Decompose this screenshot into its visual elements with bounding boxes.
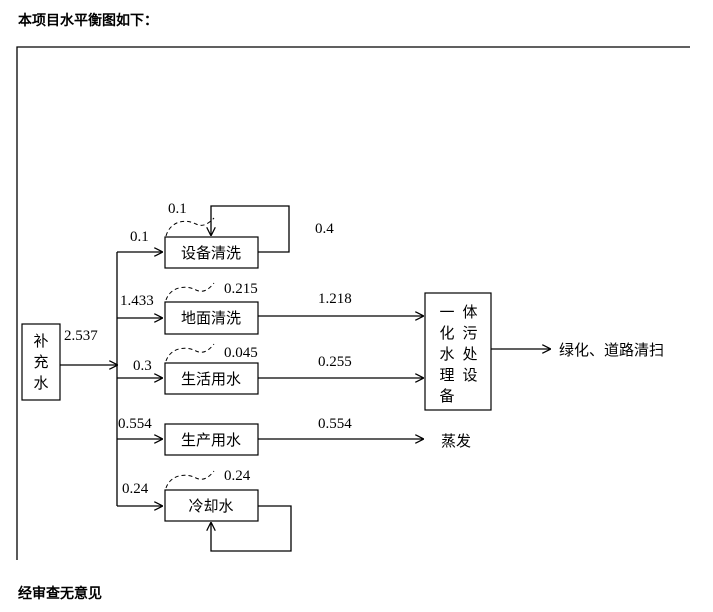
loss-curve-floor <box>165 282 215 301</box>
process-box-production-water <box>164 423 259 456</box>
recycle-loop-cooling <box>211 505 292 552</box>
process-label: 冷却水 <box>188 497 233 515</box>
treatment-label-char: 体 <box>462 303 477 321</box>
process-box-cooling-water <box>164 489 259 522</box>
equipment-loss-value: 0.1 <box>168 201 187 217</box>
process-label: 生活用水 <box>181 370 241 388</box>
treatment-label-char: 设 <box>462 366 477 384</box>
floor-output-value: 1.218 <box>318 291 352 307</box>
recycle-loop-equipment <box>211 205 290 253</box>
loss-curve-equipment <box>165 217 215 237</box>
treatment-label-char: 水 <box>439 345 454 363</box>
source-label-char: 补 <box>33 332 48 350</box>
process-box-domestic-water <box>164 362 259 395</box>
treatment-label-char: 备 <box>439 387 454 405</box>
source-label-char: 水 <box>33 374 48 392</box>
page-footer-text: 经审查无意见 <box>18 586 102 602</box>
floor-loss-value: 0.215 <box>224 281 258 297</box>
cooling-loss-value: 0.24 <box>224 468 251 484</box>
domestic-loss-value: 0.045 <box>224 345 258 361</box>
diagram-frame <box>16 46 690 560</box>
treatment-label-char: 处 <box>462 345 477 363</box>
production-input-value: 0.554 <box>118 416 152 432</box>
treatment-label-char: 化 <box>439 324 454 342</box>
process-label: 地面清洗 <box>181 309 241 327</box>
cooling-input-value: 0.24 <box>122 481 149 497</box>
floor-input-value: 1.433 <box>120 293 154 309</box>
source-box <box>21 323 61 401</box>
treatment-box <box>424 292 492 411</box>
process-label: 设备清洗 <box>181 244 241 262</box>
treatment-label-char: 一 <box>439 303 454 321</box>
production-output-value: 0.554 <box>318 416 352 432</box>
loss-curve-domestic <box>165 343 215 362</box>
treatment-label-char: 污 <box>462 324 477 342</box>
domestic-input-value: 0.3 <box>133 358 152 374</box>
page-heading: 本项目水平衡图如下： <box>18 13 158 29</box>
loss-curve-cooling <box>165 470 215 489</box>
equipment-input-value: 0.1 <box>130 229 149 245</box>
equipment-recycle-value: 0.4 <box>315 221 334 237</box>
reuse-destination-label: 绿化、道路清扫 <box>559 341 664 359</box>
process-label: 生产用水 <box>181 431 241 449</box>
source-label-char: 充 <box>33 353 48 371</box>
evaporation-label: 蒸发 <box>441 432 471 450</box>
process-box-floor-cleaning <box>164 301 259 335</box>
treatment-label-char: 理 <box>439 366 454 384</box>
domestic-output-value: 0.255 <box>318 354 352 370</box>
source-flow-value: 2.537 <box>64 328 98 344</box>
